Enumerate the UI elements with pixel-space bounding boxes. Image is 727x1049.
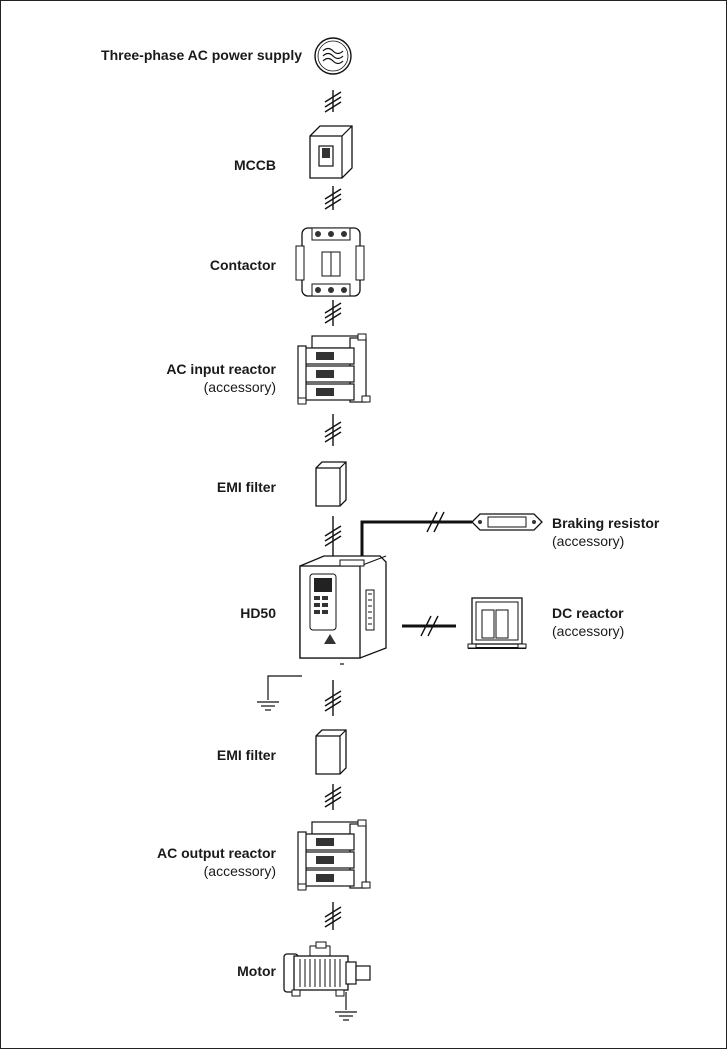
label-ac-input-reactor: AC input reactor (accessory)	[0, 360, 276, 396]
label-emi-filter-in: EMI filter	[0, 478, 276, 496]
label-motor: Motor	[0, 962, 276, 980]
wire-braking	[360, 520, 472, 556]
label-motor-text: Motor	[237, 963, 276, 979]
inverter-drive-icon	[299, 555, 387, 665]
filter-box-icon	[315, 461, 347, 507]
label-mccb: MCCB	[0, 156, 276, 174]
label-power-text: Three-phase AC power supply	[101, 47, 302, 63]
label-emi-filter-in-text: EMI filter	[216, 479, 276, 495]
label-braking-resistor: Braking resistor (accessory)	[552, 514, 659, 550]
reactor-icon	[297, 333, 371, 405]
ground-wire	[267, 675, 302, 700]
label-ac-output-reactor-note: (accessory)	[203, 863, 276, 879]
ac-source-icon	[314, 37, 352, 75]
label-ac-input-reactor-text: AC input reactor	[166, 361, 276, 377]
label-emi-filter-out: EMI filter	[0, 746, 276, 764]
label-contactor: Contactor	[0, 256, 276, 274]
label-contactor-text: Contactor	[209, 257, 276, 273]
label-emi-filter-out-text: EMI filter	[216, 747, 276, 763]
label-ac-input-reactor-note: (accessory)	[203, 379, 276, 395]
ground-icon	[334, 1011, 358, 1021]
resistor-icon	[471, 513, 543, 531]
label-hd50: HD50	[0, 604, 276, 622]
label-dc-reactor-text: DC reactor	[552, 605, 624, 621]
label-mccb-text: MCCB	[234, 157, 276, 173]
ground-icon	[256, 701, 280, 711]
three-phase-line-icon	[420, 615, 439, 637]
label-braking-resistor-note: (accessory)	[552, 533, 625, 549]
contactor-icon	[295, 227, 365, 297]
motor-icon	[283, 941, 371, 997]
three-phase-line-icon	[426, 511, 445, 533]
label-dc-reactor-note: (accessory)	[552, 623, 625, 639]
reactor-icon	[297, 819, 371, 891]
label-hd50-text: HD50	[240, 605, 276, 621]
circuit-breaker-icon	[309, 125, 353, 179]
label-braking-resistor-text: Braking resistor	[552, 515, 660, 531]
filter-box-icon	[315, 729, 347, 775]
label-power: Three-phase AC power supply	[0, 46, 302, 64]
label-dc-reactor: DC reactor (accessory)	[552, 604, 624, 640]
dc-reactor-icon	[467, 597, 527, 649]
label-ac-output-reactor: AC output reactor (accessory)	[0, 844, 276, 880]
label-ac-output-reactor-text: AC output reactor	[157, 845, 276, 861]
